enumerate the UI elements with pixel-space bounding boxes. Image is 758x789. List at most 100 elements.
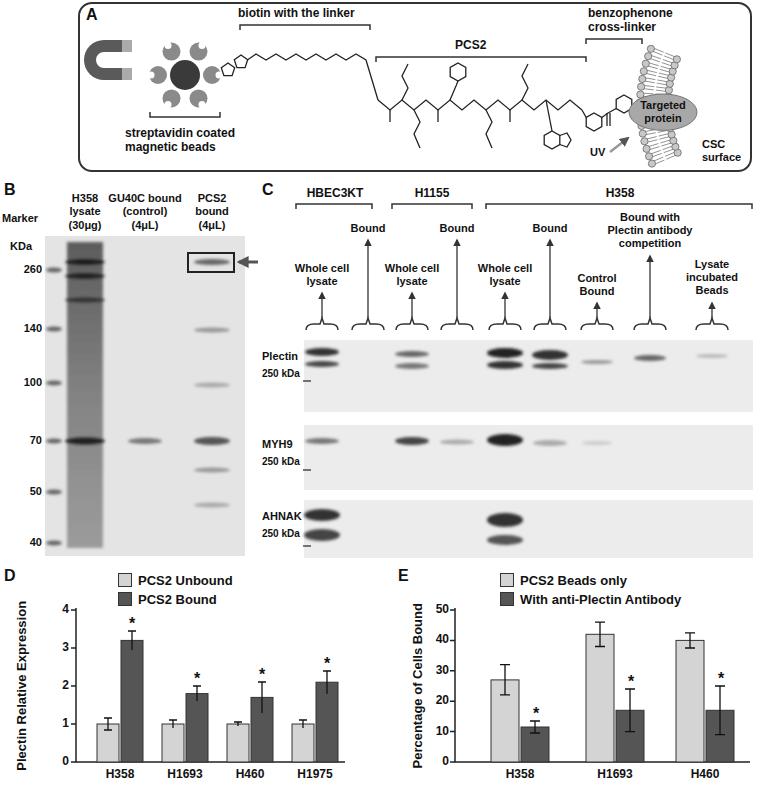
significance-mark: *: [324, 654, 330, 673]
western-blot: [304, 529, 340, 541]
protein-name: AHNAK: [262, 510, 302, 523]
western-blot: [303, 469, 311, 470]
western-blot: [304, 509, 340, 521]
magnetic-bead: [199, 101, 206, 108]
marker-size: 260: [24, 263, 42, 276]
magnetic-bead: [190, 89, 208, 107]
chemical-structure: [234, 55, 247, 68]
bracket: [486, 204, 752, 209]
bar-chart-axes: [76, 608, 345, 762]
western-blot: [487, 361, 523, 369]
marker-size: 100: [24, 376, 42, 389]
significance-mark: *: [194, 669, 200, 688]
cell-line-label: H1155: [415, 186, 450, 200]
bracket: [489, 318, 521, 330]
western-blot: [582, 441, 612, 445]
gel-blot: [46, 439, 62, 444]
tick-label: 4: [62, 602, 69, 616]
magnetic-bead: [170, 60, 200, 90]
bracket: [634, 318, 666, 330]
bracket: [296, 204, 752, 330]
error-bar: [323, 671, 331, 694]
error-bar: [128, 631, 136, 650]
magnetic-bead: [216, 72, 223, 79]
lane-arrow: [411, 293, 412, 318]
lane-arrow: [596, 303, 597, 318]
lane-label: PCS2 bound: [187, 192, 237, 218]
chemical-structure: [582, 110, 586, 118]
gel-blot: [194, 468, 230, 473]
magnetic-bead: [165, 42, 172, 49]
axis-title: Plectin Relative Expression: [14, 601, 30, 771]
gel-blot: [46, 541, 62, 546]
gel-blot: [45, 236, 245, 556]
bracket: [240, 25, 370, 30]
chemical-structure: [586, 113, 602, 131]
chemical-structure: [546, 100, 552, 131]
significance-mark: *: [533, 704, 539, 723]
lane-label: Control Bound: [571, 272, 623, 298]
western-blot: [303, 545, 311, 546]
error-bar: [500, 665, 510, 695]
lane-arrow: [367, 240, 368, 318]
tick-label: 2: [62, 678, 69, 692]
data-bar: [676, 640, 704, 762]
significance-mark: *: [259, 665, 265, 684]
legend-item: PCS2 Beads only: [500, 572, 627, 589]
legend-text: PCS2 Bound: [138, 592, 217, 607]
gel-blot: [46, 242, 230, 548]
chemical-structure: [560, 133, 571, 147]
western-blot: [581, 360, 613, 364]
chemical-structure: [544, 131, 560, 149]
magnet-symbol: [122, 68, 132, 80]
lipid-head: [648, 160, 655, 167]
magnet-symbol: [122, 40, 132, 52]
chemical-structure: [221, 63, 234, 76]
bracket: [696, 318, 728, 330]
lane-label: Whole cell lysate: [379, 262, 445, 288]
category-label: H460: [236, 767, 265, 781]
magnetic-bead: [199, 42, 206, 49]
lane-label: Bound: [533, 222, 568, 235]
gel-blot: [194, 383, 230, 388]
protein-name: MYH9: [262, 438, 293, 451]
lipid-head: [673, 56, 680, 63]
lipid-head: [645, 53, 652, 60]
panel-letter: D: [4, 566, 16, 585]
magnetic-bead: [163, 43, 181, 61]
bracket: [376, 57, 586, 62]
tick-label: 0: [62, 754, 69, 768]
lane-arrow: [504, 293, 505, 318]
part-label: CSC surface: [702, 138, 748, 164]
western-blot: [634, 355, 666, 361]
legend-item: With anti-Plectin Antibody: [500, 591, 681, 608]
lane-label: Whole cell lysate: [472, 262, 538, 288]
gel-blot: [194, 437, 230, 445]
error-bar: [299, 720, 307, 728]
bar-chart-axes: [450, 610, 455, 762]
legend-item: PCS2 Bound: [118, 591, 217, 608]
western-blot: [304, 348, 728, 545]
error-bar: [595, 622, 605, 646]
data-bar: [586, 634, 614, 762]
gel-blot: [46, 327, 62, 332]
category-label: H358: [106, 767, 135, 781]
lane-label: Bound with Plectin antibody competition: [602, 211, 698, 251]
gel-blot: [65, 273, 105, 279]
lipid-head: [638, 83, 645, 90]
western-blot: [532, 350, 568, 360]
lane-label: Bound: [351, 222, 386, 235]
protein-label: Targeted protein: [635, 99, 691, 125]
axis-title: Percentage of Cells Bound: [410, 603, 426, 768]
bracket: [296, 204, 372, 209]
lipid-head: [639, 75, 646, 82]
western-blot: [305, 361, 339, 367]
tick-label: 20: [436, 693, 449, 707]
legend-swatch: [500, 592, 514, 606]
significance-mark: *: [129, 614, 135, 633]
western-blot: [304, 425, 753, 490]
protein-name: Plectin: [262, 350, 298, 363]
marker-size: 70: [30, 434, 42, 447]
western-blot: [532, 363, 568, 369]
data-bar: [227, 724, 249, 762]
